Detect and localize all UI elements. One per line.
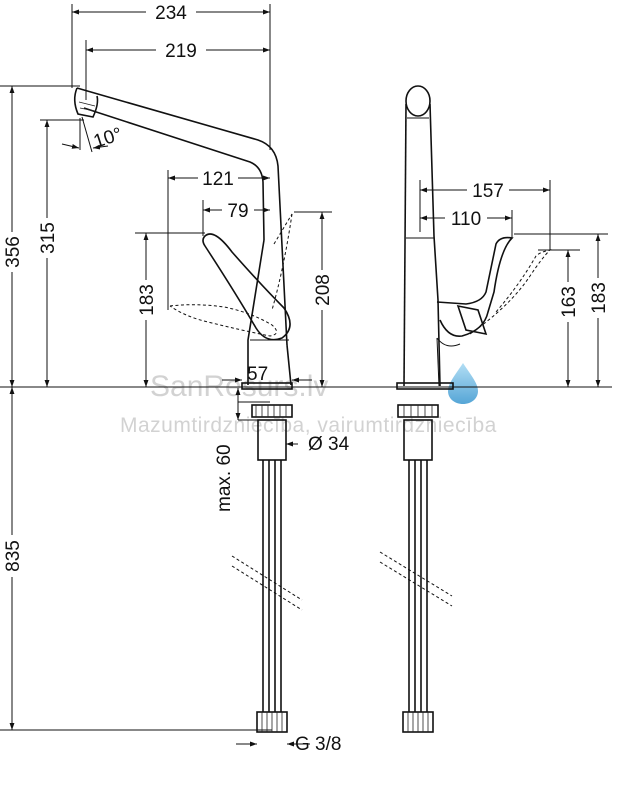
dim-base-diameter: 57 [247,364,268,385]
front-mounting-nut [251,404,293,418]
body-left-edge [247,239,265,385]
side-base-plate [396,382,454,390]
lever-closed [202,233,291,341]
dim-max-counter-thickness: max. 60 [214,444,235,512]
dim-spray-angle: 10° [91,124,125,153]
front-break-mark [231,555,303,601]
dim-side-lever-height-max: 183 [589,282,610,314]
watermark-tagline: Mazumtirdzniecība, vairumtirdzniecība [120,414,497,437]
front-base-plate [241,382,293,390]
dim-lever-swing-height: 208 [313,274,334,306]
side-lever-closed [436,236,514,337]
front-dimensions: 234 219 356 315 10° 121 79 183 [0,2,350,755]
side-break-mark [379,551,453,597]
dim-lever-height: 183 [137,284,158,316]
watermark-drop-icon [448,363,478,404]
side-dimensions: 157 110 163 183 [419,180,610,387]
dim-hose-length: 835 [3,540,24,572]
spout-top-edge [76,87,288,346]
front-shank [257,419,287,461]
dim-lever-reach-short: 79 [227,201,248,222]
side-body-right [429,103,441,387]
dim-lever-reach: 121 [202,169,234,190]
side-view-faucet [379,85,552,733]
dim-shank-diameter: Ø 34 [308,434,350,455]
dim-outlet-height: 315 [38,222,59,254]
side-body-left [403,103,407,387]
lever-swing-outline [271,213,293,311]
front-view-faucet [73,87,303,733]
dim-spout-reach: 219 [165,41,197,62]
spout-bottom-edge [83,107,265,241]
dim-side-lever-reach-short: 110 [451,209,481,230]
dim-spout-total: 234 [155,3,187,24]
dim-total-height: 356 [3,236,24,268]
dim-side-lever-height: 163 [559,286,580,318]
aerator [73,87,99,118]
dim-connection-thread: G 3/8 [295,734,341,755]
side-spout-head [405,85,431,117]
side-shank [403,419,433,461]
lever-open-outline [169,304,277,337]
dim-side-lever-reach: 157 [472,181,504,202]
